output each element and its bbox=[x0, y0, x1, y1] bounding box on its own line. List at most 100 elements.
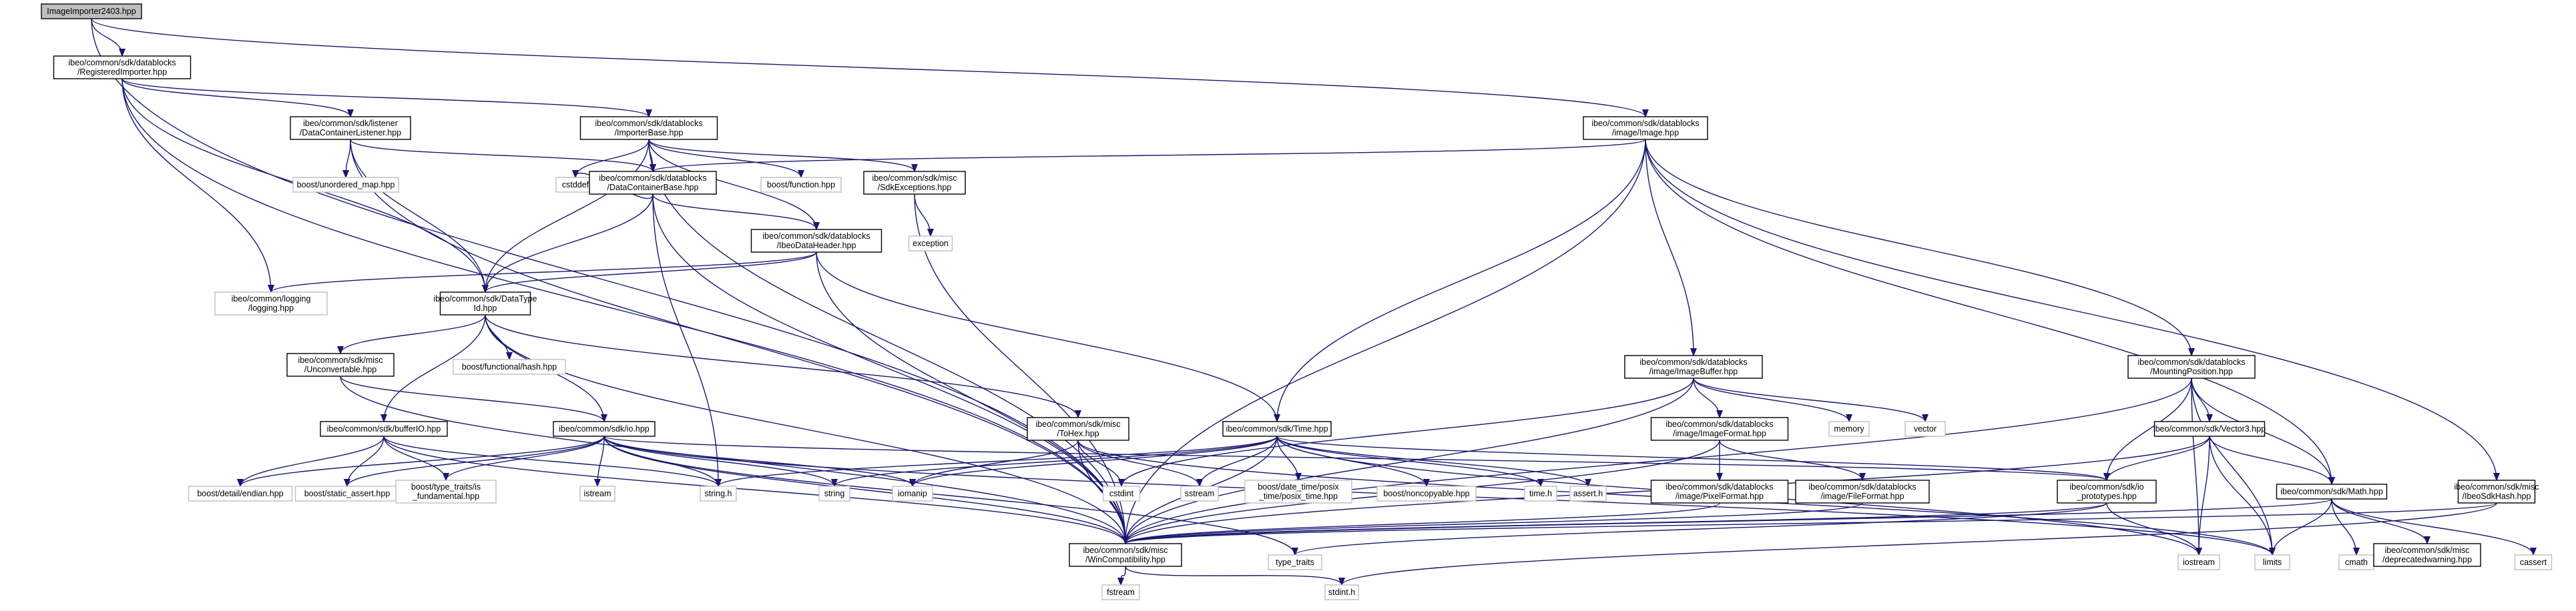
edge-n30-to-n52 bbox=[1342, 502, 2497, 586]
node-box bbox=[1180, 486, 1219, 502]
node-type-traits: type_traits bbox=[1268, 554, 1322, 570]
edge-n19-to-n36 bbox=[834, 436, 1278, 487]
node-cmath: cmath bbox=[2338, 554, 2374, 570]
node-label-line: boost/function.hpp bbox=[767, 180, 835, 189]
edge-n13-to-n15 bbox=[340, 314, 486, 354]
node-box bbox=[589, 171, 717, 195]
node-ibeo-common-sdk-misc-ibeosdkhash-hpp[interactable]: ibeo/common/sdk/misc/IbeoSdkHash.hpp bbox=[2454, 480, 2539, 504]
node-string: string bbox=[818, 486, 850, 502]
file-nodes: ImageImporter2403.hpp ibeo/common/sdk/dat… bbox=[41, 3, 2553, 600]
node-box bbox=[1102, 486, 1141, 502]
node-label-line: ibeo/common/sdk/misc bbox=[872, 173, 957, 183]
node-label-line: ibeo/common/sdk/datablocks bbox=[1639, 358, 1747, 367]
node-label-line: _time/posix_time.hpp bbox=[1258, 492, 1338, 501]
node-ibeo-common-sdk-datablocks-registeredimporter-hpp[interactable]: ibeo/common/sdk/datablocks/RegisteredImp… bbox=[53, 55, 192, 79]
node-ibeo-common-sdk-datablocks-ibeodataheader-hpp[interactable]: ibeo/common/sdk/datablocks/IbeoDataHeade… bbox=[750, 229, 882, 253]
node-ibeo-common-sdk-misc-unconvertable-hpp[interactable]: ibeo/common/sdk/misc/Unconvertable.hpp bbox=[286, 353, 395, 377]
edge-n27-to-n46 bbox=[2199, 436, 2210, 555]
edge-n1-to-n2 bbox=[121, 78, 350, 117]
node-ibeo-common-sdk-io-hpp[interactable]: ibeo/common/sdk/io.hpp bbox=[553, 421, 656, 437]
node-box bbox=[1244, 480, 1352, 504]
node-label-line: ibeo/common/sdk/misc bbox=[298, 356, 382, 365]
edge-n0-to-n4 bbox=[91, 18, 1645, 117]
edge-n4-to-n29 bbox=[1645, 139, 2332, 484]
edge-n17-to-n31 bbox=[240, 436, 605, 487]
node-imageimporter2403-hpp[interactable]: ImageImporter2403.hpp bbox=[41, 3, 142, 19]
node-cassert: cassert bbox=[2514, 554, 2553, 570]
edge-n19-to-n40 bbox=[1276, 436, 1298, 480]
node-ibeo-common-sdk-misc-tohex-hpp[interactable]: ibeo/common/sdk/misc/ToHex.hpp bbox=[1027, 417, 1129, 441]
node-label-line: ibeo/common/sdk/datablocks bbox=[762, 231, 870, 241]
node-ibeo-common-sdk-datablocks-image-fileformat-hpp[interactable]: ibeo/common/sdk/datablocks/image/FileFor… bbox=[1795, 480, 1930, 504]
edge-n16-to-n33 bbox=[383, 436, 446, 481]
edge-n23-to-n25 bbox=[1719, 440, 1862, 481]
edge-n44-to-n51 bbox=[1121, 566, 1126, 585]
node-ibeo-common-sdk-datablocks-image-imagebuffer-hpp[interactable]: ibeo/common/sdk/datablocks/image/ImageBu… bbox=[1624, 355, 1763, 379]
edge-n27-to-n29 bbox=[2209, 436, 2332, 485]
edge-n26-to-n28 bbox=[2107, 378, 2192, 480]
node-ibeo-common-sdk-datablocks-datacontainerbase-hpp[interactable]: ibeo/common/sdk/datablocks/DataContainer… bbox=[589, 171, 717, 195]
node-label-line: iomanip bbox=[898, 489, 927, 498]
node-box bbox=[2457, 480, 2536, 504]
node-box bbox=[579, 116, 718, 140]
node-ibeo-common-sdk-misc-wincompatibility-hpp[interactable]: ibeo/common/sdk/misc/WinCompatibility.hp… bbox=[1069, 543, 1182, 567]
edge-n29-to-n50 bbox=[2331, 498, 2533, 556]
node-time-h: time.h bbox=[1524, 486, 1557, 502]
node-ibeo-common-sdk-time-hpp[interactable]: ibeo/common/sdk/Time.hpp bbox=[1222, 421, 1332, 437]
node-ibeo-common-sdk-datablocks-mountingposition-hpp[interactable]: ibeo/common/sdk/datablocks/MountingPosit… bbox=[2127, 355, 2256, 379]
node-label-line: exception bbox=[913, 239, 949, 248]
node-ibeo-common-sdk-math-hpp[interactable]: ibeo/common/sdk/Math.hpp bbox=[2276, 484, 2388, 500]
edge-n7-to-n11 bbox=[652, 193, 816, 230]
node-boost-noncopyable-hpp: boost/noncopyable.hpp bbox=[1376, 486, 1477, 502]
node-ibeo-common-sdk-datablocks-image-pixelformat-hpp[interactable]: ibeo/common/sdk/datablocks/image/PixelFo… bbox=[1650, 480, 1789, 504]
edge-n16-to-n35 bbox=[383, 436, 718, 487]
node-label-line: ibeo/common/sdk/misc bbox=[1083, 546, 1168, 555]
edge-n13-to-n18 bbox=[485, 314, 1078, 418]
node-ibeo-common-sdk-vector3-hpp[interactable]: ibeo/common/sdk/Vector3.hpp bbox=[2153, 421, 2266, 437]
node-ibeo-common-sdk-io-prototypes-hpp[interactable]: ibeo/common/sdk/io_prototypes.hpp bbox=[2057, 480, 2157, 504]
node-cstdint: cstdint bbox=[1102, 486, 1141, 502]
node-label-line: /SdkExceptions.hpp bbox=[878, 183, 952, 192]
node-box bbox=[41, 3, 142, 19]
node-ibeo-common-sdk-datablocks-image-imageformat-hpp[interactable]: ibeo/common/sdk/datablocks/image/ImageFo… bbox=[1650, 417, 1789, 441]
edge-n3-to-n11 bbox=[648, 139, 816, 229]
node-boost-static-assert-hpp: boost/static_assert.hpp bbox=[294, 486, 400, 502]
node-istream: istream bbox=[579, 486, 615, 502]
node-box bbox=[439, 291, 531, 316]
node-ibeo-common-sdk-listener-datacontainerlistener-hpp[interactable]: ibeo/common/sdk/listener/DataContainerLi… bbox=[290, 116, 411, 140]
edge-n30-to-n44 bbox=[1125, 502, 2497, 544]
node-ibeo-common-sdk-bufferio-hpp[interactable]: ibeo/common/sdk/bufferIO.hpp bbox=[320, 421, 448, 437]
node-label-line: cstdint bbox=[1109, 489, 1134, 498]
node-box bbox=[1027, 417, 1129, 441]
edge-n44-to-n52 bbox=[1125, 566, 1342, 586]
node-label-line: istream bbox=[584, 489, 611, 498]
node-label-line: ibeo/common/sdk/datablocks bbox=[1665, 482, 1773, 492]
edge-n4-to-n20 bbox=[1645, 139, 1694, 356]
edge-n3-to-n8 bbox=[648, 139, 801, 178]
node-label-line: /Unconvertable.hpp bbox=[304, 365, 376, 374]
edge-n27-to-n28 bbox=[2107, 436, 2210, 481]
node-ibeo-common-sdk-datablocks-importerbase-hpp[interactable]: ibeo/common/sdk/datablocks/ImporterBase.… bbox=[579, 116, 718, 140]
node-box bbox=[750, 229, 882, 253]
node-label-line: stdint.h bbox=[1328, 588, 1355, 597]
node-ibeo-common-sdk-misc-deprecatedwarning-hpp[interactable]: ibeo/common/sdk/misc/deprecatedwarning.h… bbox=[2373, 543, 2481, 567]
node-cstddef: cstddef bbox=[555, 177, 595, 193]
edge-n7-to-n35 bbox=[652, 193, 718, 486]
node-ibeo-common-sdk-datablocks-image-image-hpp[interactable]: ibeo/common/sdk/datablocks/image/Image.h… bbox=[1583, 116, 1708, 140]
node-stdint-h: stdint.h bbox=[1324, 584, 1359, 600]
node-box bbox=[188, 486, 293, 502]
node-box bbox=[292, 177, 399, 193]
node-box bbox=[760, 177, 842, 193]
node-limits: limits bbox=[2254, 554, 2290, 570]
node-ibeo-common-sdk-misc-sdkexceptions-hpp[interactable]: ibeo/common/sdk/misc/SdkExceptions.hpp bbox=[863, 171, 966, 195]
edge-n0-to-n1 bbox=[91, 18, 122, 57]
edge-n26-to-n44 bbox=[1125, 378, 2192, 544]
edge-n13-to-n44 bbox=[485, 314, 1125, 544]
node-label-line: /image/ImageFormat.hpp bbox=[1673, 429, 1766, 438]
edge-n9-to-n10 bbox=[914, 193, 931, 236]
edge-n1-to-n3 bbox=[121, 78, 649, 117]
edge-n29-to-n44 bbox=[1125, 498, 2332, 544]
node-label-line: /ImporterBase.hpp bbox=[615, 128, 684, 137]
